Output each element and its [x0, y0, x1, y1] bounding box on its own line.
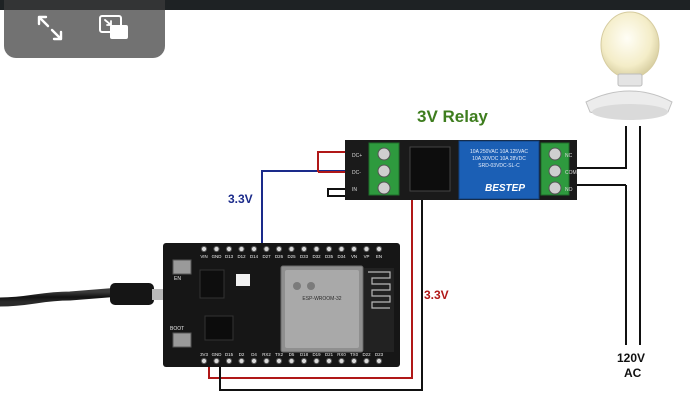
bottom-header-pin-label: D22	[362, 352, 371, 357]
usb-chip	[199, 269, 225, 299]
bottom-header-pin	[263, 357, 270, 365]
bottom-header-pin	[363, 357, 370, 365]
bottom-header-pin-label: 3V3	[200, 352, 208, 357]
media-overlay-panel	[4, 0, 165, 58]
light-bulb	[585, 11, 673, 120]
top-header-pin-label: VIN	[200, 254, 207, 259]
top-header-pin-label: D32	[312, 254, 321, 259]
bottom-header-pin-label: TX2	[275, 352, 284, 357]
bottom-header-pin-label: D18	[300, 352, 309, 357]
top-header-pin	[275, 245, 283, 253]
top-header-pin-label: D33	[300, 254, 309, 259]
bottom-header-pin	[200, 357, 208, 365]
top-header-pin-label: VP	[364, 254, 370, 259]
en-button-label: EN	[174, 276, 181, 282]
relay-pin-label: DC-	[352, 170, 361, 176]
bottom-header-pin-label: D23	[375, 352, 384, 357]
top-header-pin-label: D34	[337, 254, 346, 259]
top-header-pin	[200, 245, 208, 253]
bottom-header-pin-label: RX0	[337, 352, 346, 357]
bottom-header-pin	[350, 357, 358, 365]
capacitor	[236, 274, 250, 286]
picture-in-picture-icon	[99, 15, 128, 39]
bottom-header-pin-label: D15	[225, 352, 234, 357]
bottom-header-pin-label: D4	[251, 352, 257, 357]
top-header-pin-label: D14	[250, 254, 259, 259]
top-header-pin	[250, 245, 258, 253]
relay-pin-label: NC	[565, 153, 573, 159]
relay-pin-label: IN	[352, 187, 357, 193]
relay-pin-label: DC+	[352, 153, 362, 159]
picture-in-picture-button[interactable]	[95, 10, 133, 46]
top-header-pin-label: D26	[275, 254, 284, 259]
top-header-pin	[213, 245, 220, 253]
relay-pin-label: NO	[565, 187, 573, 193]
top-header-pin-label: D12	[237, 254, 246, 259]
serial-chip	[204, 315, 234, 341]
top-header-pin-label: EN	[376, 254, 382, 259]
bottom-header-pin-label: TX0	[350, 352, 359, 357]
bottom-header-pin	[338, 357, 345, 365]
boot-button-label: BOOT	[170, 326, 184, 332]
bottom-header-pin	[288, 357, 295, 365]
relay-pin-label: COM	[565, 170, 577, 176]
relay-brand: BESTEP	[485, 183, 525, 194]
top-header-pin-label: D25	[287, 254, 296, 259]
bottom-header-pin	[375, 357, 383, 365]
top-header-pin-label: D13	[225, 254, 234, 259]
bottom-header-pin	[325, 357, 333, 365]
top-header-pin	[325, 245, 333, 253]
signal-voltage-label: 3.3V	[228, 192, 253, 206]
top-header-pin	[263, 245, 270, 253]
top-header-pin-label: D35	[325, 254, 334, 259]
expand-button[interactable]	[31, 10, 69, 46]
bottom-header-pin	[275, 357, 283, 365]
top-bar	[0, 0, 690, 10]
top-header-pin-label: VN	[351, 254, 357, 259]
top-header-pin-label: GND	[212, 254, 222, 259]
bottom-header-pin	[238, 357, 245, 365]
bottom-header-pin-label: D2	[239, 352, 245, 357]
top-header-pin	[238, 245, 245, 253]
mains-voltage-label: 120V	[617, 351, 646, 365]
relay-coil-box	[458, 140, 540, 200]
bottom-header-pin	[213, 357, 220, 365]
top-header-pin-label: D27	[262, 254, 271, 259]
bottom-header-pin-label: D19	[312, 352, 321, 357]
top-header-pin	[350, 245, 358, 253]
bottom-header-pin	[313, 357, 320, 365]
bottom-header-pin-label: RX2	[262, 352, 271, 357]
power-voltage-label: 3.3V	[424, 288, 449, 302]
top-header-pin	[225, 245, 233, 253]
bottom-header-pin	[250, 357, 258, 365]
top-header-pin	[288, 245, 295, 253]
mains-type-label: AC	[624, 366, 642, 380]
bottom-header-pin	[225, 357, 233, 365]
usb-cable	[0, 283, 166, 307]
relay-spec-3: SRD-03VDC-SL-C	[478, 163, 520, 169]
relay-title: 3V Relay	[417, 107, 488, 126]
top-header-pin	[375, 245, 383, 253]
expand-arrows-icon	[37, 15, 63, 41]
top-header-pin	[300, 245, 308, 253]
relay-spec-2: 10A 30VDC 10A 28VDC	[472, 156, 526, 162]
esp32-module-label: ESP-WROOM-32	[302, 296, 341, 302]
bottom-header-pin-label: D21	[325, 352, 334, 357]
top-header-pin	[338, 245, 345, 253]
bottom-header-pin	[300, 357, 308, 365]
top-header-pin	[313, 245, 320, 253]
bottom-header-pin-label: D5	[289, 352, 295, 357]
antenna-trace	[368, 271, 391, 309]
top-header-pin	[363, 245, 370, 253]
relay-module: 10A 250VAC 10A 125VAC 10A 30VDC 10A 28VD…	[345, 140, 577, 200]
relay-spec-1: 10A 250VAC 10A 125VAC	[470, 149, 528, 155]
bottom-header-pin-label: GND	[212, 352, 222, 357]
en-button	[172, 259, 192, 275]
boot-button	[172, 332, 192, 348]
